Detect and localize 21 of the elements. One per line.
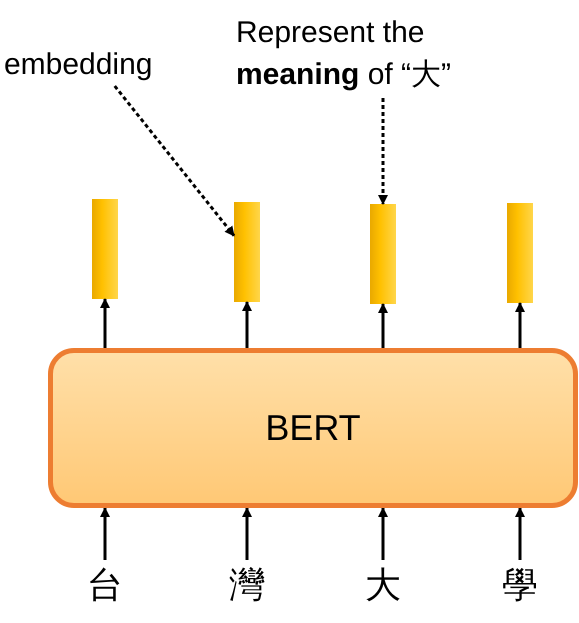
arrow xyxy=(242,301,252,348)
model-box: BERT xyxy=(48,348,578,508)
arrow xyxy=(515,302,525,348)
dotted-arrow xyxy=(114,85,236,237)
arrow xyxy=(100,507,110,560)
token-character: 台 xyxy=(80,560,130,610)
arrow xyxy=(100,298,110,348)
annotation-text: embedding xyxy=(4,44,192,86)
arrow xyxy=(515,507,525,560)
embedding-bar xyxy=(234,202,260,302)
arrow xyxy=(242,507,252,560)
dotted-arrow xyxy=(378,98,388,205)
token-character: 學 xyxy=(495,560,545,610)
embedding-bar xyxy=(507,203,533,303)
embedding-bar xyxy=(92,199,118,299)
token-character: 大 xyxy=(358,560,408,610)
token-character: 灣 xyxy=(222,560,272,610)
embedding-bar xyxy=(370,204,396,304)
arrow xyxy=(378,507,388,560)
annotation-text: Represent the meaning of “大” xyxy=(236,12,480,98)
arrow xyxy=(378,303,388,348)
